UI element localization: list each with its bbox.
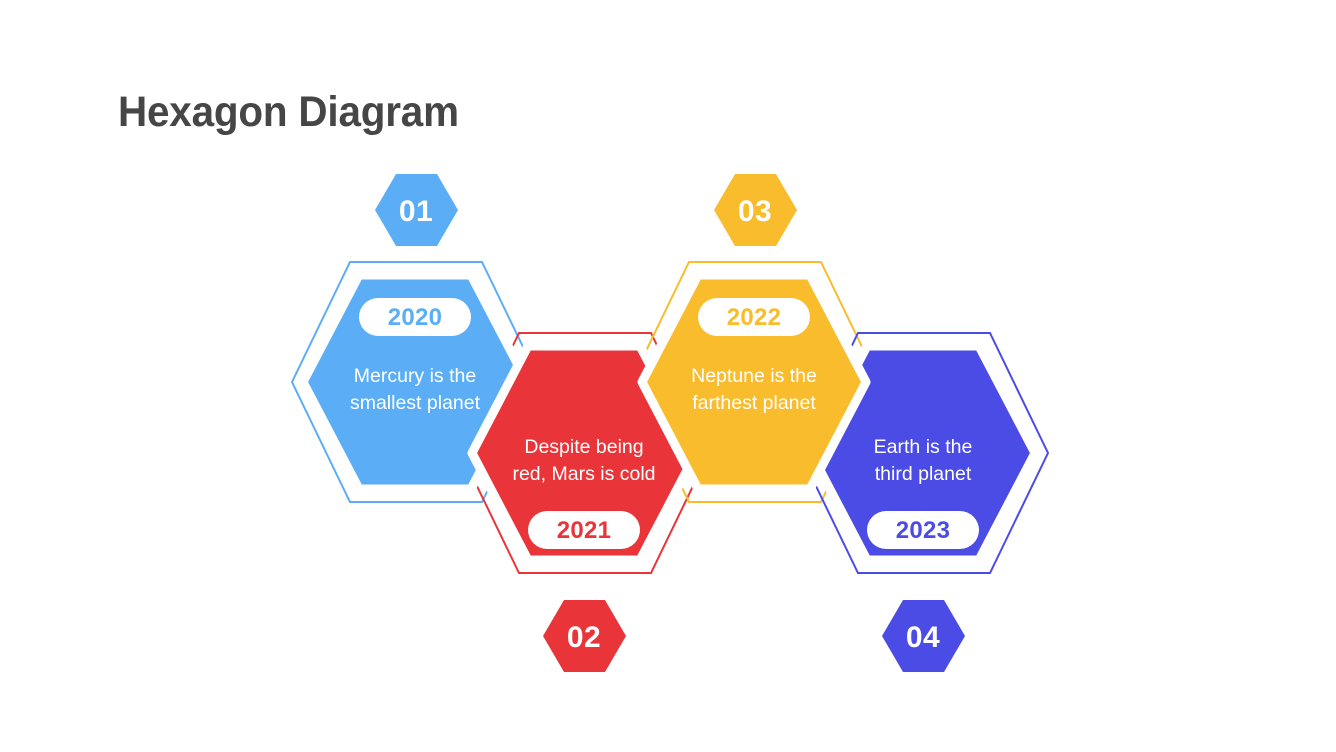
year-label-3: 2022 [727, 304, 782, 331]
badge-hex-4[interactable] [882, 600, 965, 672]
step-badge-4[interactable]: 04 [882, 600, 965, 672]
hex-text-3-line2: farthest planet [692, 392, 816, 414]
hex-step-4[interactable]: Earth is the third planet 2023 [806, 341, 1040, 565]
badge-hex-3[interactable] [714, 174, 797, 246]
hex-step-1[interactable]: 2020 Mercury is the smallest planet [298, 270, 532, 494]
hex-text-2-line1: Despite being [524, 436, 643, 458]
year-pill-2 [528, 511, 640, 549]
step-number-1: 01 [399, 195, 433, 228]
badge-hex-1[interactable] [375, 174, 458, 246]
step-badge-1[interactable]: 01 [375, 174, 458, 246]
hex-step-3[interactable]: 2022 Neptune is the farthest planet [637, 270, 871, 494]
step-number-3: 03 [738, 195, 772, 228]
year-pill-3 [698, 298, 810, 336]
year-pill-4 [867, 511, 979, 549]
page-title: Hexagon Diagram [118, 88, 459, 136]
hex-text-1-line2: smallest planet [350, 392, 481, 414]
step-badge-3[interactable]: 03 [714, 174, 797, 246]
year-label-1: 2020 [388, 304, 443, 331]
step-badge-2[interactable]: 02 [543, 600, 626, 672]
badge-hex-2[interactable] [543, 600, 626, 672]
year-label-2: 2021 [557, 517, 612, 544]
hex-step-2[interactable]: Despite being red, Mars is cold 2021 [467, 341, 701, 565]
hex-outline-4 [798, 332, 1050, 574]
hex-shape-3[interactable] [637, 270, 871, 494]
hex-text-3-line1: Neptune is the [691, 365, 817, 387]
hex-text-2-line2: red, Mars is cold [512, 463, 655, 485]
step-number-4: 04 [906, 621, 940, 654]
year-pill-1 [359, 298, 471, 336]
hex-text-4-line2: third planet [875, 463, 972, 485]
hex-shape-4[interactable] [806, 341, 1040, 565]
step-number-2: 02 [567, 621, 601, 654]
hex-text-4-line1: Earth is the [874, 436, 973, 458]
year-label-4: 2023 [896, 517, 951, 544]
hex-text-1-line1: Mercury is the [354, 365, 476, 387]
